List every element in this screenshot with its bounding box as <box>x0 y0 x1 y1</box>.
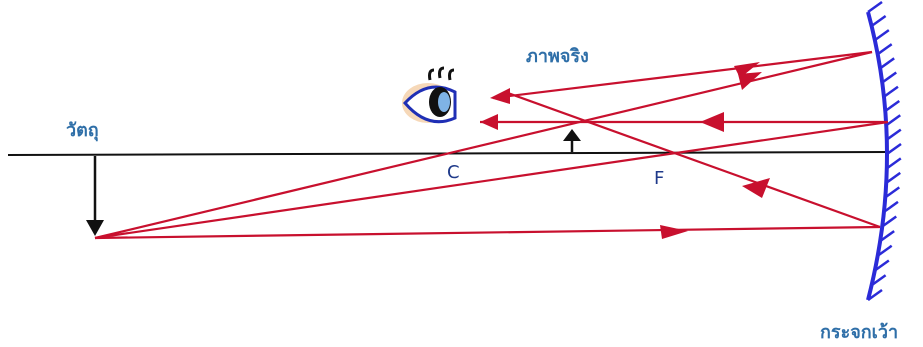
ray-arrowhead <box>742 178 770 198</box>
real-image-label: ภาพจริง <box>526 46 589 67</box>
eye-icon <box>402 66 457 124</box>
mirror-hatch-mark <box>867 288 883 302</box>
ray-object-to-mirror-lower <box>94 225 881 240</box>
center-of-curvature-label: C <box>447 162 460 183</box>
ray-object-to-mirror-mid <box>94 120 889 240</box>
mirror-hatch-mark <box>886 128 902 141</box>
mirror-hatch-mark <box>883 200 899 213</box>
mirror-hatch-mark <box>881 71 897 84</box>
mirror-hatch-mark <box>867 0 883 14</box>
ray-reflected-top <box>492 50 873 100</box>
concave-mirror-label: กระจกเว้า <box>820 322 898 343</box>
ray-arrowhead <box>490 88 510 104</box>
mirror-hatch-mark <box>884 186 901 199</box>
mirror-hatch-mark <box>879 230 895 243</box>
mirror-hatch-mark <box>884 99 901 112</box>
mirror-hatch-mark <box>876 43 893 56</box>
mirror-hatch-mark <box>874 29 890 42</box>
ray-reflected-through-focus <box>504 90 881 229</box>
concave-mirror <box>866 0 902 302</box>
ray-arrowhead <box>660 225 688 239</box>
ray-arrowhead <box>700 112 724 132</box>
focal-point-label: F <box>654 168 664 189</box>
mirror-hatch-mark <box>876 244 893 257</box>
mirror-hatch-mark <box>870 274 887 287</box>
ray-object-to-mirror-top <box>94 50 873 240</box>
real-image-arrow <box>563 129 581 152</box>
ray-arrowheads <box>480 62 770 239</box>
mirror-hatch-mark <box>885 171 901 184</box>
object-label: วัตถุ <box>66 120 99 142</box>
ray-arrowhead <box>480 114 498 130</box>
mirror-hatch-mark <box>879 57 895 70</box>
light-rays <box>94 50 889 240</box>
mirror-hatch-mark <box>886 142 902 156</box>
mirror-hatch-mark <box>885 114 901 127</box>
mirror-hatch-mark <box>874 259 890 272</box>
mirror-hatch-mark <box>886 157 902 170</box>
mirror-hatch-mark <box>883 85 899 98</box>
mirror-hatch-mark <box>881 215 897 228</box>
mirror-hatch-mark <box>870 15 887 28</box>
ray-arrowhead <box>738 72 762 90</box>
object-arrow <box>86 156 104 236</box>
